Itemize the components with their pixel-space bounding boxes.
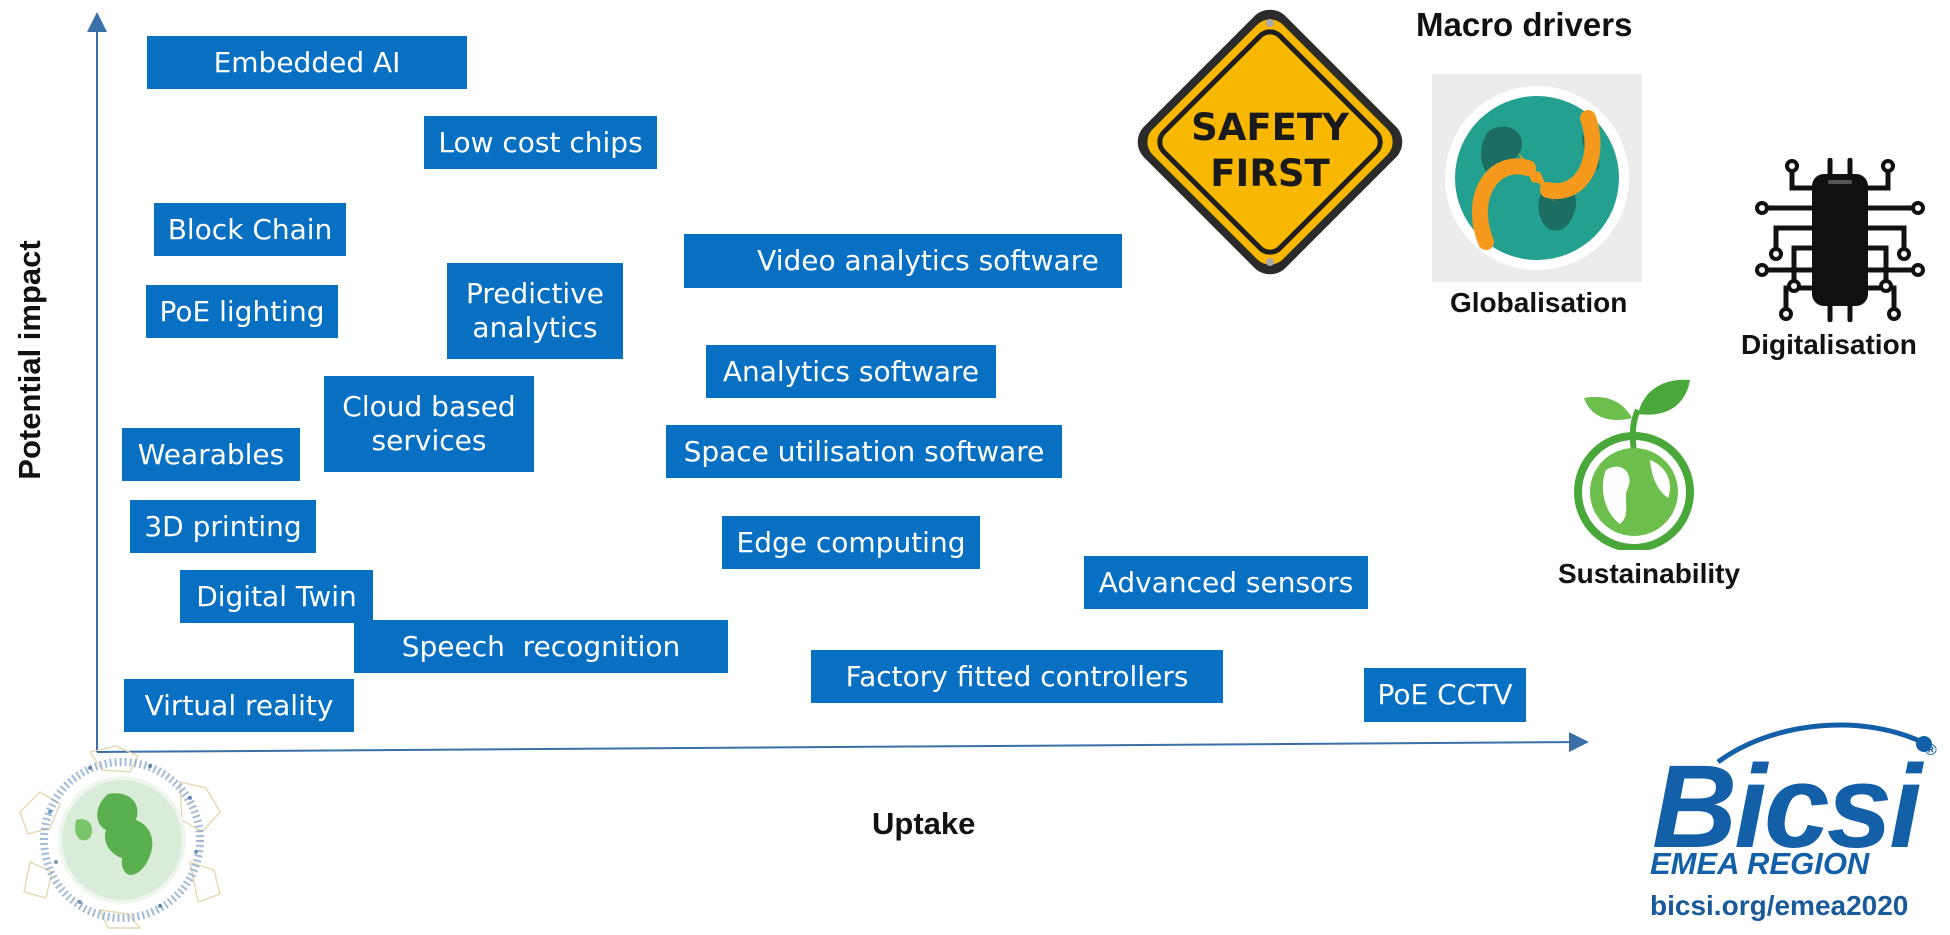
brand-region: EMEA REGION xyxy=(1650,846,1870,881)
chip-edge-computing: Edge computing xyxy=(722,516,980,569)
chip-video-analytics-software: Video analytics software xyxy=(684,234,1122,288)
chip-wearables: Wearables xyxy=(122,428,300,481)
chip-embedded-ai: Embedded AI xyxy=(147,36,467,89)
safety-sign-icon: SAFETY FIRST xyxy=(1137,9,1403,275)
safety-sign-line-2: FIRST xyxy=(1210,152,1330,195)
x-axis-label: Uptake xyxy=(872,806,976,841)
chip-speech-recognition: Speech recognition xyxy=(354,620,728,673)
circuit-phone-icon xyxy=(1755,158,1925,322)
chip-factory-fitted-controllers: Factory fitted controllers xyxy=(811,650,1223,703)
safety-sign-line-1: SAFETY xyxy=(1191,106,1350,149)
chip-virtual-reality: Virtual reality xyxy=(124,679,354,732)
registered-mark: ® xyxy=(1925,742,1937,759)
x-axis xyxy=(96,732,1589,753)
sustainability-label: Sustainability xyxy=(1558,558,1741,589)
chip-block-chain: Block Chain xyxy=(154,203,346,256)
brand-name: Bicsi xyxy=(1652,741,1922,873)
globe-arrows-icon xyxy=(1432,74,1642,282)
macro-drivers-title: Macro drivers xyxy=(1416,6,1633,43)
brand-swoosh-icon xyxy=(1716,722,1932,765)
chip-cloud-based-services: Cloud based services xyxy=(324,376,534,472)
network-globe-icon xyxy=(19,745,221,929)
chip-poe-cctv: PoE CCTV xyxy=(1364,668,1526,722)
chip-analytics-software: Analytics software xyxy=(706,345,996,398)
chip-predictive-analytics: Predictive analytics xyxy=(447,263,623,359)
chip-advanced-sensors: Advanced sensors xyxy=(1084,556,1368,609)
digitalisation-label: Digitalisation xyxy=(1741,329,1917,360)
chip-digital-twin: Digital Twin xyxy=(180,570,373,623)
chip-3d-printing: 3D printing xyxy=(130,500,316,553)
chip-poe-lighting: PoE lighting xyxy=(146,285,338,338)
brand-url: bicsi.org/emea2020 xyxy=(1650,890,1909,921)
chip-space-utilisation-software: Space utilisation software xyxy=(666,425,1062,478)
chip-low-cost-chips: Low cost chips xyxy=(424,116,657,169)
globalisation-label: Globalisation xyxy=(1450,287,1628,318)
sprout-globe-icon xyxy=(1574,379,1694,550)
